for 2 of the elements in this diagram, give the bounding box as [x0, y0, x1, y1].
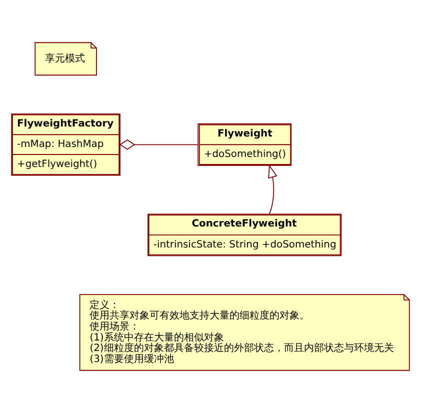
arrow [268, 164, 278, 214]
connector [119, 138, 198, 150]
